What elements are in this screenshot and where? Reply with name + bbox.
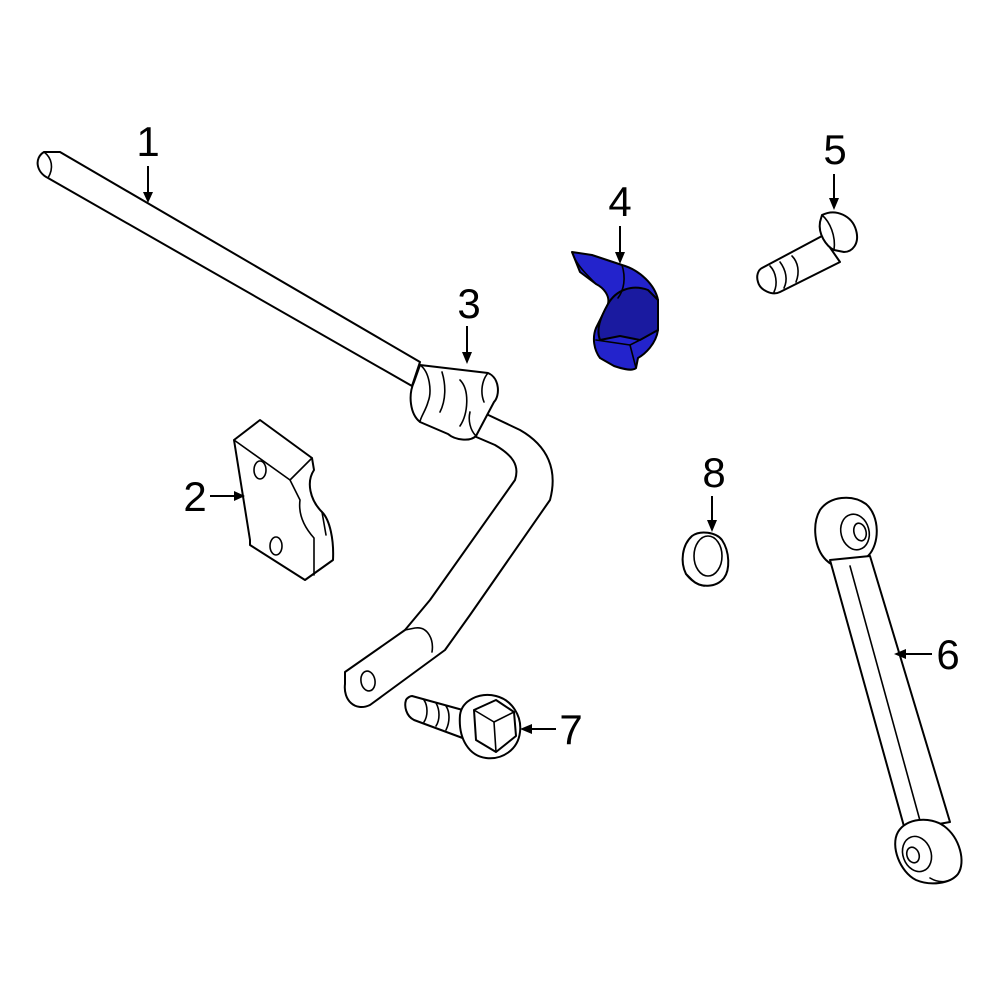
leader-4 xyxy=(615,226,625,264)
callout-7: 7 xyxy=(559,706,582,753)
callout-3: 3 xyxy=(457,280,480,327)
leader-8 xyxy=(707,496,717,532)
bolt-icon xyxy=(756,211,858,295)
callout-8: 8 xyxy=(702,449,725,496)
callout-5: 5 xyxy=(823,126,846,173)
flange-bolt-icon xyxy=(404,694,522,760)
bushing-bracket-icon xyxy=(571,251,659,371)
spacer-block-icon xyxy=(233,419,335,581)
leader-3 xyxy=(462,326,472,364)
leader-7 xyxy=(520,724,556,734)
stabilizer-link-icon xyxy=(814,496,963,885)
callout-6: 6 xyxy=(936,631,959,678)
leader-5 xyxy=(829,174,839,210)
callout-2: 2 xyxy=(183,473,206,520)
leader-2 xyxy=(210,491,245,501)
callout-1: 1 xyxy=(136,118,159,165)
nut-icon xyxy=(681,531,730,587)
leader-6 xyxy=(894,649,932,659)
bushing-icon xyxy=(409,364,499,441)
leader-1 xyxy=(143,166,153,203)
callout-4: 4 xyxy=(608,178,631,225)
